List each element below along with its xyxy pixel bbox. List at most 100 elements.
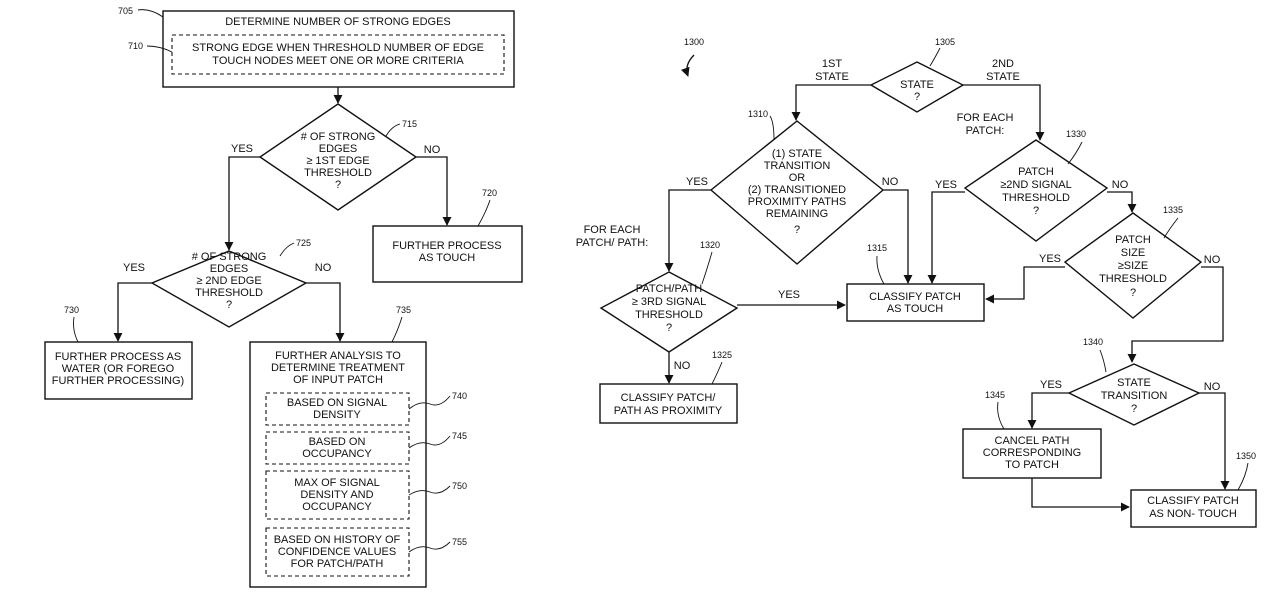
box-740-line-1: BASED ON SIGNAL [287, 397, 387, 409]
box-730-line-2: WATER (OR FOREGO [62, 363, 175, 375]
box-710-line-1: STRONG EDGE WHEN THRESHOLD NUMBER OF EDG… [192, 42, 484, 54]
dec-1310-line-5: PROXIMITY PATHS [748, 196, 846, 208]
box-750-max-density-occupancy: MAX OF SIGNAL DENSITY AND OCCUPANCY 750 [265, 470, 467, 520]
dec-1305-line-2: ? [914, 91, 920, 103]
dec-1330-yes-label: YES [935, 179, 957, 191]
for-each-patch-path-line-1: FOR EACH [584, 224, 641, 236]
dec-1310-line-1: (1) STATE [772, 148, 822, 160]
state-2nd-line-1: 2ND [992, 58, 1014, 70]
ref-1310: 1310 [748, 109, 768, 119]
box-745-line-1: BASED ON [309, 436, 366, 448]
ref-715: 715 [402, 119, 417, 129]
box-1350-classify-non-touch: CLASSIFY PATCH AS NON- TOUCH 1350 [1130, 451, 1257, 528]
ref-720: 720 [482, 188, 497, 198]
box-735-line-2: DETERMINE TREATMENT [271, 362, 405, 374]
dec-725-line-4: THRESHOLD [195, 287, 263, 299]
box-745-line-2: OCCUPANCY [302, 448, 372, 460]
arrow-1335-no-to-1340 [1127, 266, 1224, 363]
arrow-1340-yes-to-1345 [1027, 392, 1069, 429]
dec-725-yes-label: YES [123, 262, 145, 274]
ref-1330: 1330 [1066, 129, 1086, 139]
dec-715-line-4: THRESHOLD [304, 167, 372, 179]
dec-1305-line-1: STATE [900, 79, 934, 91]
dec-1310-line-6: REMAINING [766, 208, 828, 220]
box-755-line-3: FOR PATCH/PATH [291, 558, 384, 570]
dec-715-line-5: ? [335, 179, 341, 191]
box-720-line-1: FURTHER PROCESS [392, 240, 501, 252]
dec-725-line-2: EDGES [210, 263, 249, 275]
decision-1320-third-signal-threshold: PATCH/PATH ≥ 3RD SIGNAL THRESHOLD ? 1320 [599, 240, 739, 353]
dec-1330-line-2: ≥2ND SIGNAL [1000, 179, 1071, 191]
dec-1310-yes-label: YES [686, 176, 708, 188]
box-1345-line-1: CANCEL PATH [995, 435, 1070, 447]
dec-1340-line-3: ? [1131, 403, 1137, 415]
box-755-line-2: CONFIDENCE VALUES [278, 546, 396, 558]
arrow-1310-yes-to-1320 [664, 189, 711, 272]
dec-725-line-3: ≥ 2ND EDGE [196, 275, 261, 287]
box-740-line-2: DENSITY [313, 409, 361, 421]
box-735-line-1: FURTHER ANALYSIS TO [275, 350, 401, 362]
dec-1335-line-5: ? [1130, 287, 1136, 299]
dec-715-line-3: ≥ 1ST EDGE [306, 155, 369, 167]
arrow-725-yes-to-730 [113, 282, 152, 342]
box-710-strong-edge-criteria: STRONG EDGE WHEN THRESHOLD NUMBER OF EDG… [128, 34, 505, 75]
arrow-725-no-to-735 [306, 282, 345, 342]
dec-1320-no-label: NO [674, 360, 691, 372]
dec-1335-no-label: NO [1204, 254, 1221, 266]
for-each-patch-line-2: PATCH: [966, 125, 1005, 137]
ref-1335: 1335 [1163, 205, 1183, 215]
dec-1320-line-2: ≥ 3RD SIGNAL [632, 296, 707, 308]
for-each-patch-line-1: FOR EACH [957, 112, 1014, 124]
ref-730: 730 [64, 305, 79, 315]
dec-1330-no-label: NO [1112, 179, 1129, 191]
dec-1320-yes-label: YES [778, 289, 800, 301]
box-730-further-process-water: FURTHER PROCESS AS WATER (OR FOREGO FURT… [44, 305, 193, 400]
for-each-patch-path-line-2: PATCH/ PATH: [576, 237, 649, 249]
decision-725-second-edge-threshold: # OF STRONG EDGES ≥ 2ND EDGE THRESHOLD ?… [150, 238, 311, 328]
arrow-1310-no-to-1315 [883, 189, 913, 284]
ref-725: 725 [296, 238, 311, 248]
arrow-1305-1st-to-1310 [791, 84, 871, 121]
box-735-line-3: OF INPUT PATCH [293, 374, 383, 386]
dec-725-no-label: NO [315, 262, 332, 274]
box-750-line-3: OCCUPANCY [302, 501, 372, 513]
box-1325-line-2: PATH AS PROXIMITY [614, 405, 723, 417]
box-1325-line-1: CLASSIFY PATCH/ [621, 392, 717, 404]
dec-1320-line-4: ? [666, 322, 672, 334]
ref-1325: 1325 [712, 350, 732, 360]
dec-1335-line-1: PATCH [1115, 234, 1151, 246]
dec-1335-yes-label: YES [1039, 253, 1061, 265]
dec-715-line-2: EDGES [319, 143, 358, 155]
dec-1330-line-4: ? [1033, 205, 1039, 217]
box-1325-classify-proximity: CLASSIFY PATCH/ PATH AS PROXIMITY 1325 [599, 350, 738, 424]
dec-1310-no-label: NO [882, 176, 899, 188]
box-1315-line-2: AS TOUCH [887, 303, 943, 315]
ref-1300: 1300 [684, 37, 704, 47]
dec-725-line-5: ? [226, 299, 232, 311]
box-1350-line-1: CLASSIFY PATCH [1147, 495, 1239, 507]
state-1st-line-2: STATE [815, 71, 849, 83]
right-flowchart: 1300 STATE ? 1305 1ST STATE 2ND STATE FO… [576, 37, 1257, 528]
dec-1310-line-7: ? [794, 224, 800, 236]
box-745-occupancy: BASED ON OCCUPANCY 745 [265, 431, 467, 465]
fig-1300-pointer-arrow [680, 54, 695, 77]
dec-1320-line-3: THRESHOLD [635, 309, 703, 321]
arrow-1340-no-to-1350 [1199, 392, 1230, 490]
dec-1310-line-3: OR [789, 172, 806, 184]
box-720-line-2: AS TOUCH [419, 252, 475, 264]
box-705-title: DETERMINE NUMBER OF STRONG EDGES [225, 16, 451, 28]
box-720-further-process-touch: FURTHER PROCESS AS TOUCH 720 [372, 188, 523, 283]
dec-1330-line-3: THRESHOLD [1002, 192, 1070, 204]
ref-1340: 1340 [1083, 337, 1103, 347]
box-730-line-3: FURTHER PROCESSING) [52, 375, 184, 387]
ref-1350: 1350 [1236, 451, 1256, 461]
ref-1305: 1305 [935, 37, 955, 47]
dec-1340-line-2: TRANSITION [1101, 390, 1168, 402]
box-730-line-1: FURTHER PROCESS AS [55, 351, 181, 363]
ref-740: 740 [452, 391, 467, 401]
ref-745: 745 [452, 431, 467, 441]
ref-750: 750 [452, 481, 467, 491]
ref-755: 755 [452, 537, 467, 547]
box-750-line-2: DENSITY AND [300, 489, 373, 501]
